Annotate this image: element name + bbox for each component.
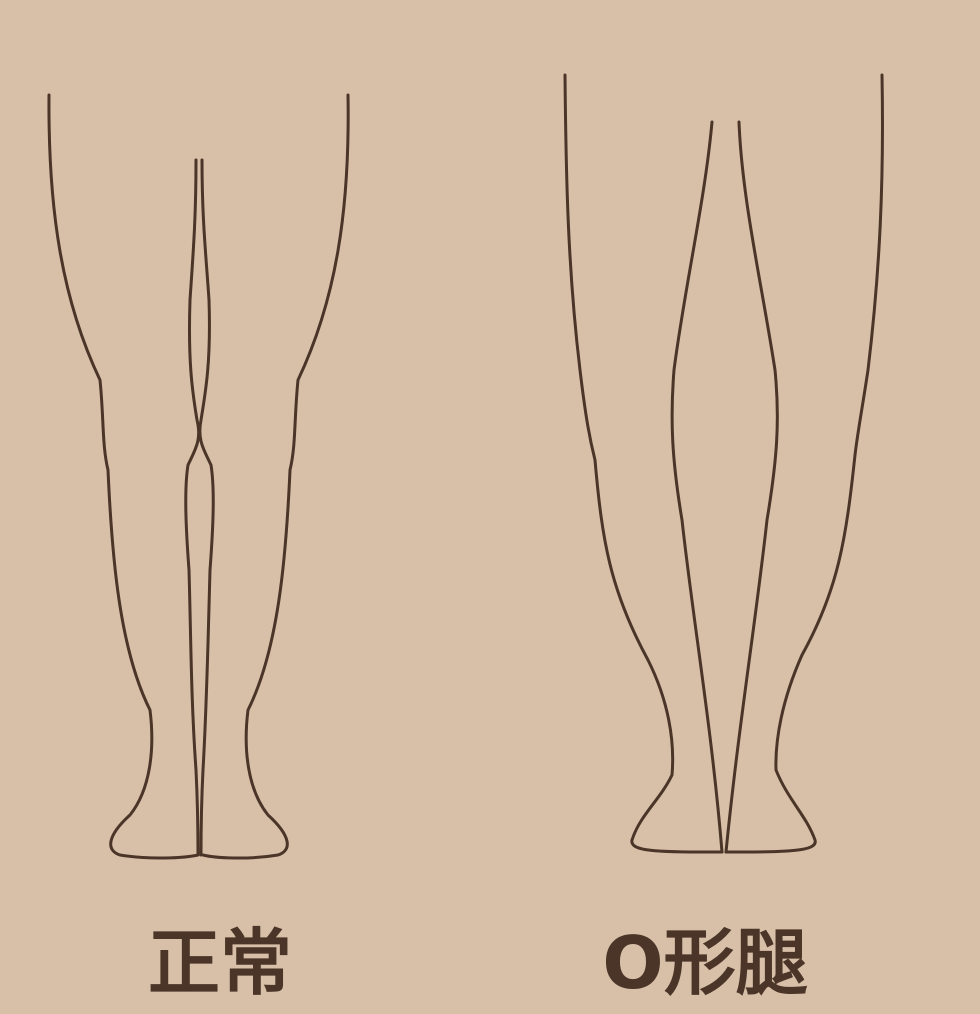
o-right-leg-outer-outline <box>724 73 884 854</box>
o-left-leg-outer-outline <box>563 73 724 854</box>
normal-left-leg-inner-outline <box>184 158 201 857</box>
o-left-leg-inner-outline <box>670 120 724 854</box>
normal-right-leg-outer-outline <box>201 93 350 860</box>
normal-legs-figure <box>47 93 350 860</box>
o-right-leg-inner-outline <box>724 120 779 854</box>
o-legs-figure <box>563 73 884 854</box>
normal-right-leg-inner-outline <box>198 158 215 857</box>
normal-left-leg-outer-outline <box>47 93 200 860</box>
normal-legs-label: 正常 <box>147 921 292 1005</box>
o-legs-label: O形腿 <box>602 921 808 1005</box>
